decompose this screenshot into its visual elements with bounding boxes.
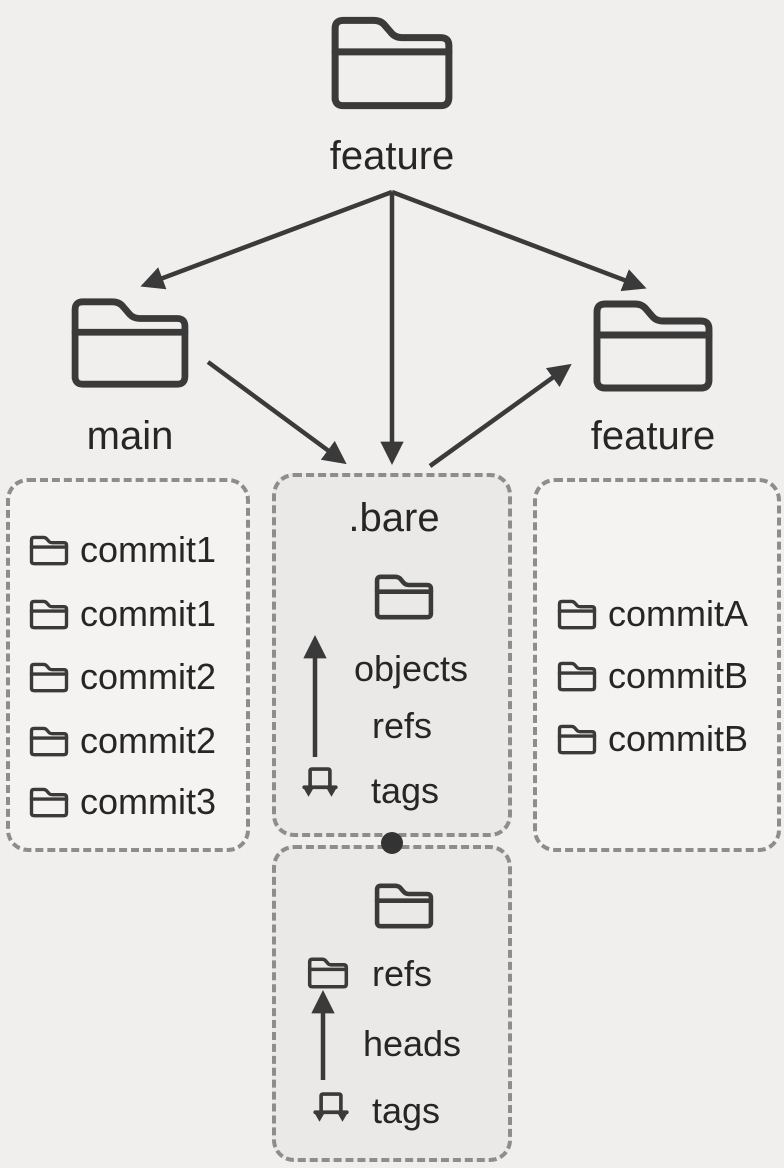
commit-label: commit1 — [80, 593, 217, 634]
folder-icon — [559, 725, 595, 753]
folder-icon — [596, 303, 710, 389]
commit-label: commit3 — [80, 781, 217, 822]
feature-folder-label: feature — [590, 414, 716, 458]
arrow-feature-to-main — [140, 189, 393, 290]
commit-row: commitB — [557, 656, 748, 696]
commit-row: commit1 — [29, 594, 216, 634]
main-worktree-box: commit1 commit1 commit2 commit2 commit3 — [6, 478, 250, 852]
commit-label: commit2 — [80, 720, 217, 761]
folder-icon — [31, 536, 67, 564]
commit-label: commitA — [608, 593, 749, 634]
commit-row: commit2 — [29, 657, 216, 697]
folder-icon — [31, 727, 67, 755]
bare-entry-refs: refs — [371, 705, 433, 746]
main-folder-label: main — [86, 414, 174, 458]
folder-icon — [309, 958, 347, 988]
folder-icon — [31, 600, 67, 628]
folder-icon — [31, 788, 67, 816]
commit-label: commit1 — [80, 529, 217, 570]
commit-row: commitB — [557, 719, 748, 759]
commit-row: commit3 — [29, 782, 216, 822]
folder-icon — [559, 662, 595, 690]
folder-icon — [376, 885, 432, 927]
commit-label: commitB — [608, 655, 749, 696]
commit-row: commit1 — [29, 530, 216, 570]
refs-detail-box: refs heads tags — [272, 845, 512, 1162]
commit-row: commitA — [557, 594, 748, 634]
bare-entry-objects: objects — [353, 648, 469, 689]
commit-label: commitB — [608, 718, 749, 759]
bare-box-title: .bare — [348, 496, 440, 540]
refs-entry-heads: heads — [362, 1023, 462, 1064]
commit-label: commit2 — [80, 656, 217, 697]
refs-entry-tags: tags — [371, 1090, 441, 1131]
bare-entry-tags: tags — [370, 770, 440, 811]
folder-icon — [376, 576, 432, 618]
bare-repo-box: .bare objects refs tags — [272, 473, 512, 837]
commit-row: commit2 — [29, 721, 216, 761]
tags-stand-icon — [313, 1093, 349, 1123]
folder-icon — [74, 300, 186, 386]
arrow-bare-to-feature — [428, 363, 572, 468]
refs-entry-refs: refs — [371, 953, 433, 994]
tags-stand-icon — [302, 768, 338, 798]
folder-icon — [31, 663, 67, 691]
arrow-feature-to-feature — [391, 189, 647, 292]
folder-icon — [559, 600, 595, 628]
folder-icon — [334, 19, 450, 107]
feature-worktree-box: commitA commitB commitB — [533, 478, 781, 852]
top-folder-label: feature — [329, 134, 455, 178]
